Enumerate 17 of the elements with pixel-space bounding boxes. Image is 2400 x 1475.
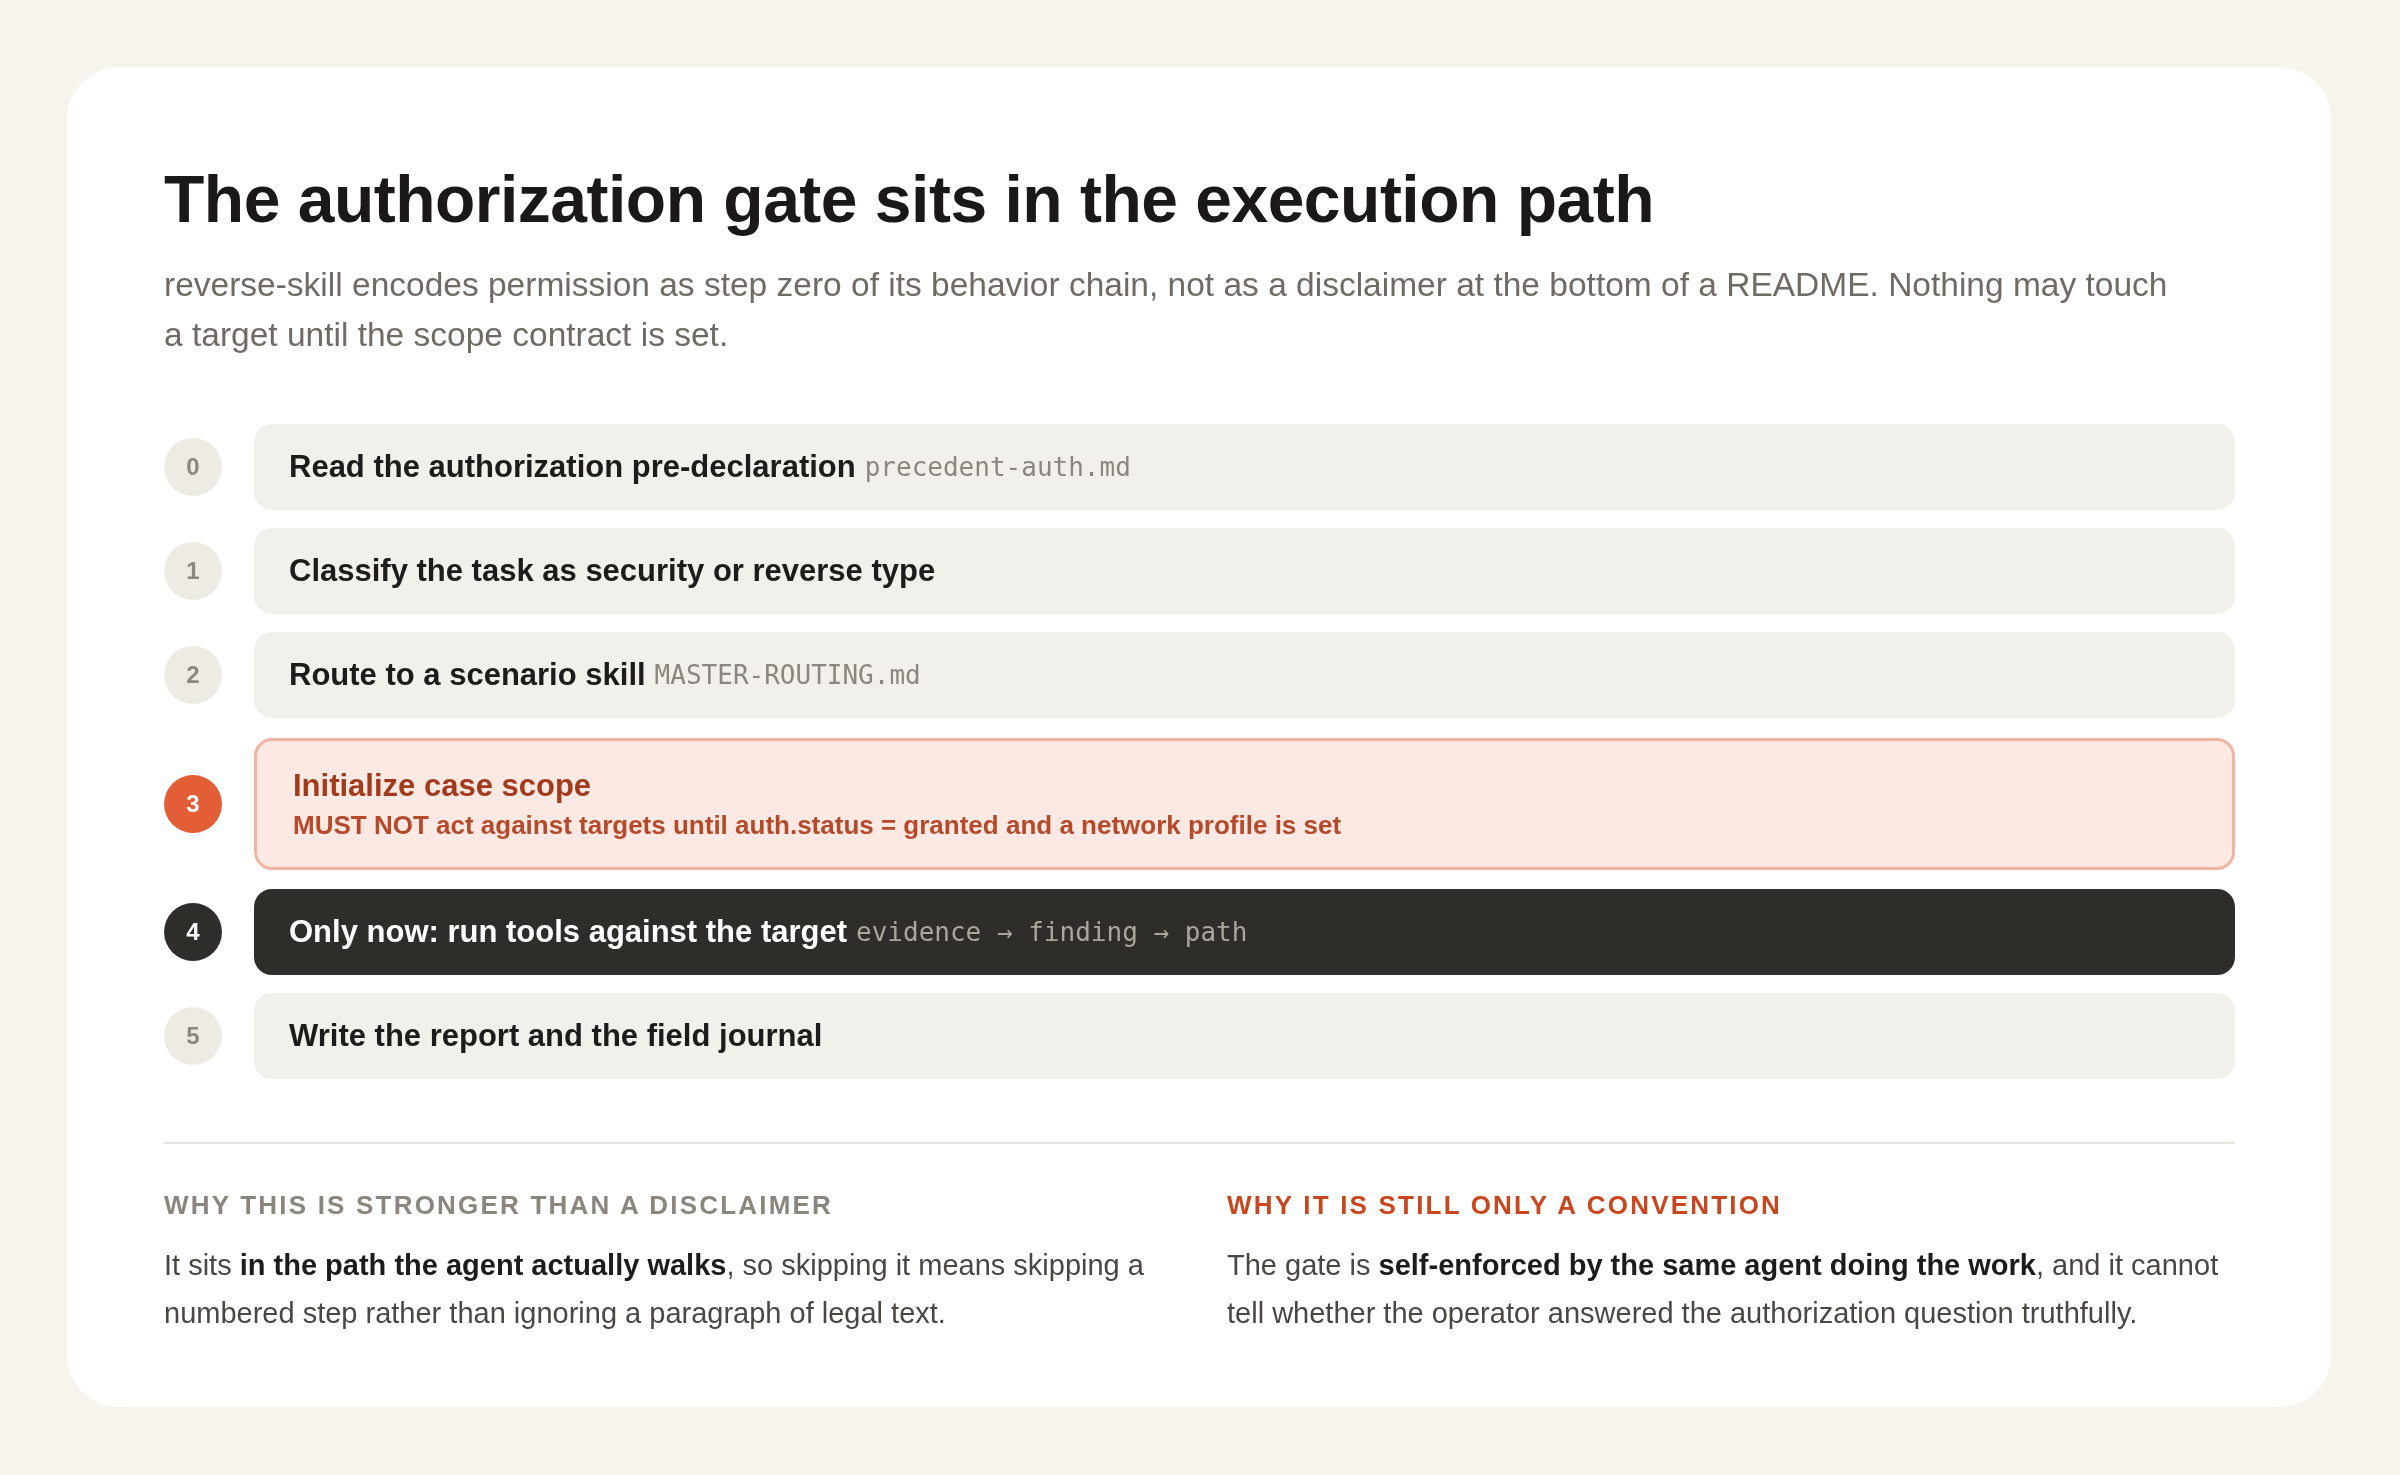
paragraph: It sits in the path the agent actually walks, so skipping it means skipping a numbered step rather than ignoring a paragraph of legal text.	[164, 1248, 1145, 1331]
step-card	[254, 738, 2235, 870]
subtitle: reverse-skill encodes permission as step zero of its behavior chain, not as a disclaimer at the bottom of a README. Nothing may touch a target until the scope contract is set.	[164, 265, 2169, 355]
step-title: Route to a scenario skill	[289, 657, 646, 693]
file-name: precedent-auth.md	[864, 452, 1131, 482]
warning-text: MUST NOT act against targets until auth.status = granted and a network profile is set	[293, 809, 1342, 841]
step-card	[254, 889, 2235, 975]
file-name: MASTER-ROUTING.md	[654, 660, 921, 690]
step-title: Initialize case scope	[293, 767, 592, 804]
code-text: evidence → finding → path	[856, 917, 1248, 947]
step-title: Write the report and the field journal	[289, 1018, 823, 1054]
step-title: Read the authorization pre-declaration	[289, 449, 856, 485]
step-title: Classify the task as security or reverse type	[289, 553, 936, 589]
paragraph: The gate is self-enforced by the same agent doing the work, and it cannot tell whether the operator answered the authorization question truthfully.	[1227, 1248, 2220, 1331]
section-heading: WHY THIS IS STRONGER THAN A DISCLAIMER	[164, 1190, 835, 1221]
section-heading: WHY IT IS STILL ONLY A CONVENTION	[1227, 1190, 1784, 1221]
step-title: Only now: run tools against the target	[289, 914, 848, 950]
